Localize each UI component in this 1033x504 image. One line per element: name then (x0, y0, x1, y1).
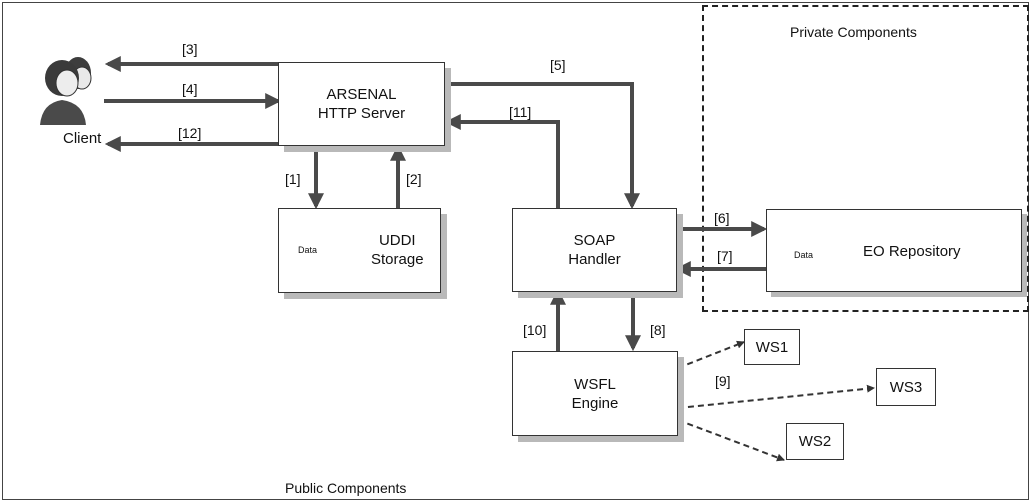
wsfl-title: WSFL (572, 375, 619, 394)
eo-db-label: Data (794, 250, 813, 260)
step-9-label: [9] (715, 373, 731, 389)
ws3-box: WS3 (876, 368, 936, 406)
arrow-step-9-ws2 (678, 420, 784, 460)
soap-title: SOAP (568, 231, 621, 250)
step-4-label: [4] (182, 81, 198, 97)
step-11-label: [11] (509, 104, 531, 120)
step-2-label: [2] (406, 171, 422, 187)
soap-subtitle: Handler (568, 250, 621, 269)
arsenal-subtitle: HTTP Server (318, 104, 405, 123)
ws1-box: WS1 (744, 329, 800, 365)
arrow-step-11 (448, 122, 558, 209)
ws2-label: WS2 (799, 433, 832, 450)
ws3-label: WS3 (890, 379, 923, 396)
step-6-label: [6] (714, 210, 730, 226)
uddi-subtitle: Storage (371, 250, 424, 269)
client-label: Client (63, 130, 101, 147)
ws2-box: WS2 (786, 423, 844, 460)
step-7-label: [7] (717, 248, 733, 264)
arrow-step-9-ws1 (678, 342, 744, 368)
ws1-label: WS1 (756, 339, 789, 356)
step-12-label: [12] (178, 125, 201, 141)
step-3-label: [3] (182, 41, 198, 57)
step-8-label: [8] (650, 322, 666, 338)
uddi-db-label: Data (298, 245, 317, 255)
client-icon (40, 57, 91, 125)
arsenal-title: ARSENAL (318, 85, 405, 104)
arrow-step-9-ws3 (678, 388, 874, 408)
step-10-label: [10] (523, 322, 546, 338)
eo-title: EO Repository (863, 242, 961, 261)
step-1-label: [1] (285, 171, 301, 187)
step-5-label: [5] (550, 57, 566, 73)
wsfl-subtitle: Engine (572, 394, 619, 413)
uddi-title: UDDI (371, 231, 424, 250)
arrow-step-5 (445, 84, 632, 206)
